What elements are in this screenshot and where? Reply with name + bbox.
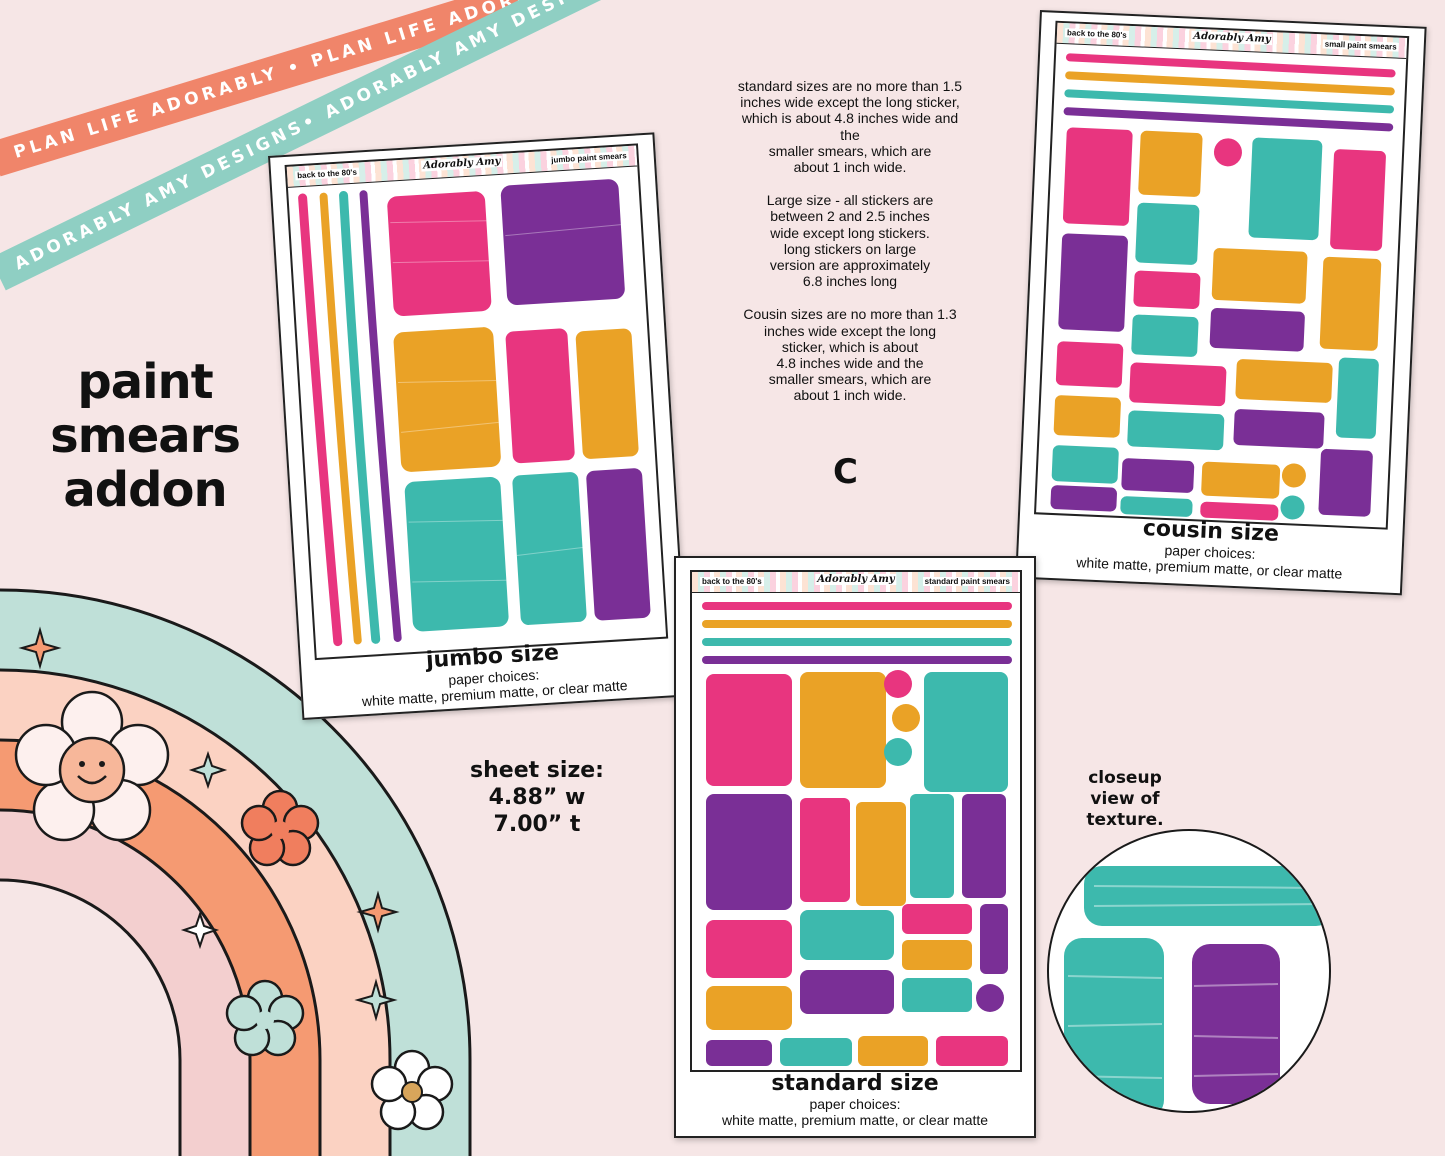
sparkle-icon — [18, 626, 62, 670]
sheet-header-left: back to the 80's — [700, 577, 764, 586]
sheet-header-left: back to the 80's — [1064, 28, 1129, 40]
info-line: inches wide except the long sticker, — [740, 94, 960, 111]
logo: Adorably Amy — [420, 155, 503, 172]
sparkle-icon — [354, 978, 398, 1022]
daisy-icon — [370, 1049, 454, 1131]
info-line: smaller smears, which are — [768, 142, 932, 159]
paint-smears-cousin — [1050, 53, 1396, 521]
info-line: version are approximately — [769, 257, 931, 274]
cousin-size-info: Cousin sizes are no more than 1.3 inches… — [705, 306, 995, 403]
info-line: sticker, which is about — [781, 338, 919, 355]
sheet-header: back to the 80's Adorably Amy standard p… — [692, 572, 1020, 593]
title-line-3: addon — [63, 462, 227, 518]
large-size-info: Large size - all stickers are between 2 … — [705, 192, 995, 289]
title-line-1: paint — [77, 354, 213, 410]
sparkle-icon — [356, 890, 400, 934]
smear-blocks — [387, 179, 651, 632]
info-line: Large size - all stickers are — [766, 192, 934, 209]
logo: Adorably Amy — [815, 574, 897, 585]
page-title: paint smears addon — [40, 355, 250, 517]
closeup-line-2: view of — [1090, 789, 1160, 809]
closeup-line-1: closeup — [1088, 768, 1162, 788]
sparkle-icon — [180, 910, 220, 950]
info-line: between 2 and 2.5 inches — [770, 208, 930, 225]
sheet-header-left: back to the 80's — [294, 167, 360, 181]
standard-sheet: back to the 80's Adorably Amy standard p… — [690, 570, 1022, 1072]
sheet-header-right: small paint smears — [1322, 39, 1399, 52]
size-info-text: standard sizes are no more than 1.5 inch… — [705, 78, 995, 421]
title-line-2: smears — [50, 408, 241, 464]
paint-smears-standard — [702, 602, 1012, 1066]
c-label: C — [833, 452, 858, 492]
info-line: about 1 inch wide. — [793, 159, 907, 176]
flower-icon — [225, 979, 305, 1057]
standard-paper-options: white matte, premium matte, or clear mat… — [721, 1112, 989, 1128]
jumbo-sheet: back to the 80's Adorably Amy jumbo pain… — [284, 143, 669, 661]
info-line: the — [840, 126, 860, 143]
info-line: standard sizes are no more than 1.5 — [737, 78, 963, 94]
standard-title: standard size — [771, 1071, 939, 1096]
rainbow-decoration — [0, 588, 472, 1156]
info-line: wide except long stickers. — [770, 224, 930, 241]
sheet-header-right: jumbo paint smears — [548, 150, 629, 165]
info-line: 4.8 inches wide and the — [776, 355, 924, 372]
sheet-size-line-1: sheet size: — [470, 758, 604, 783]
standard-size-card: back to the 80's Adorably Amy standard p… — [674, 556, 1036, 1138]
standard-caption: standard size paper choices: white matte… — [676, 1071, 1034, 1129]
closeup-label: closeup view of texture. — [1072, 768, 1178, 831]
sheet-size-line-3: 7.00” t — [493, 812, 581, 837]
info-line: about 1 inch wide. — [793, 387, 907, 404]
texture-closeup-circle — [1047, 829, 1331, 1113]
sheet-header-right: standard paint smears — [922, 577, 1012, 586]
info-line: long stickers on large — [783, 240, 917, 257]
sheet-size-line-2: 4.88” w — [488, 785, 586, 810]
info-line: smaller smears, which are — [768, 371, 932, 388]
info-line: 6.8 inches long — [802, 273, 898, 290]
info-line: Cousin sizes are no more than 1.3 — [743, 306, 957, 323]
closeup-line-3: texture. — [1086, 810, 1164, 830]
paint-smears-jumbo — [298, 179, 651, 647]
cousin-size-card: back to the 80's Adorably Amy small pain… — [1015, 10, 1427, 596]
standard-paper-label: paper choices: — [809, 1096, 901, 1112]
standard-size-info: standard sizes are no more than 1.5 inch… — [705, 78, 995, 175]
flower-icon — [240, 789, 320, 867]
logo: Adorably Amy — [1191, 30, 1273, 46]
cousin-sheet: back to the 80's Adorably Amy small pain… — [1034, 20, 1410, 530]
info-line: inches wide except the long — [764, 322, 936, 339]
smiley-flower-icon — [14, 690, 170, 842]
sparkle-icon — [188, 750, 228, 790]
sheet-size-label: sheet size: 4.88” w 7.00” t — [452, 757, 622, 838]
jumbo-size-card: back to the 80's Adorably Amy jumbo pain… — [268, 132, 689, 720]
info-line: which is about 4.8 inches wide and — [741, 110, 959, 127]
